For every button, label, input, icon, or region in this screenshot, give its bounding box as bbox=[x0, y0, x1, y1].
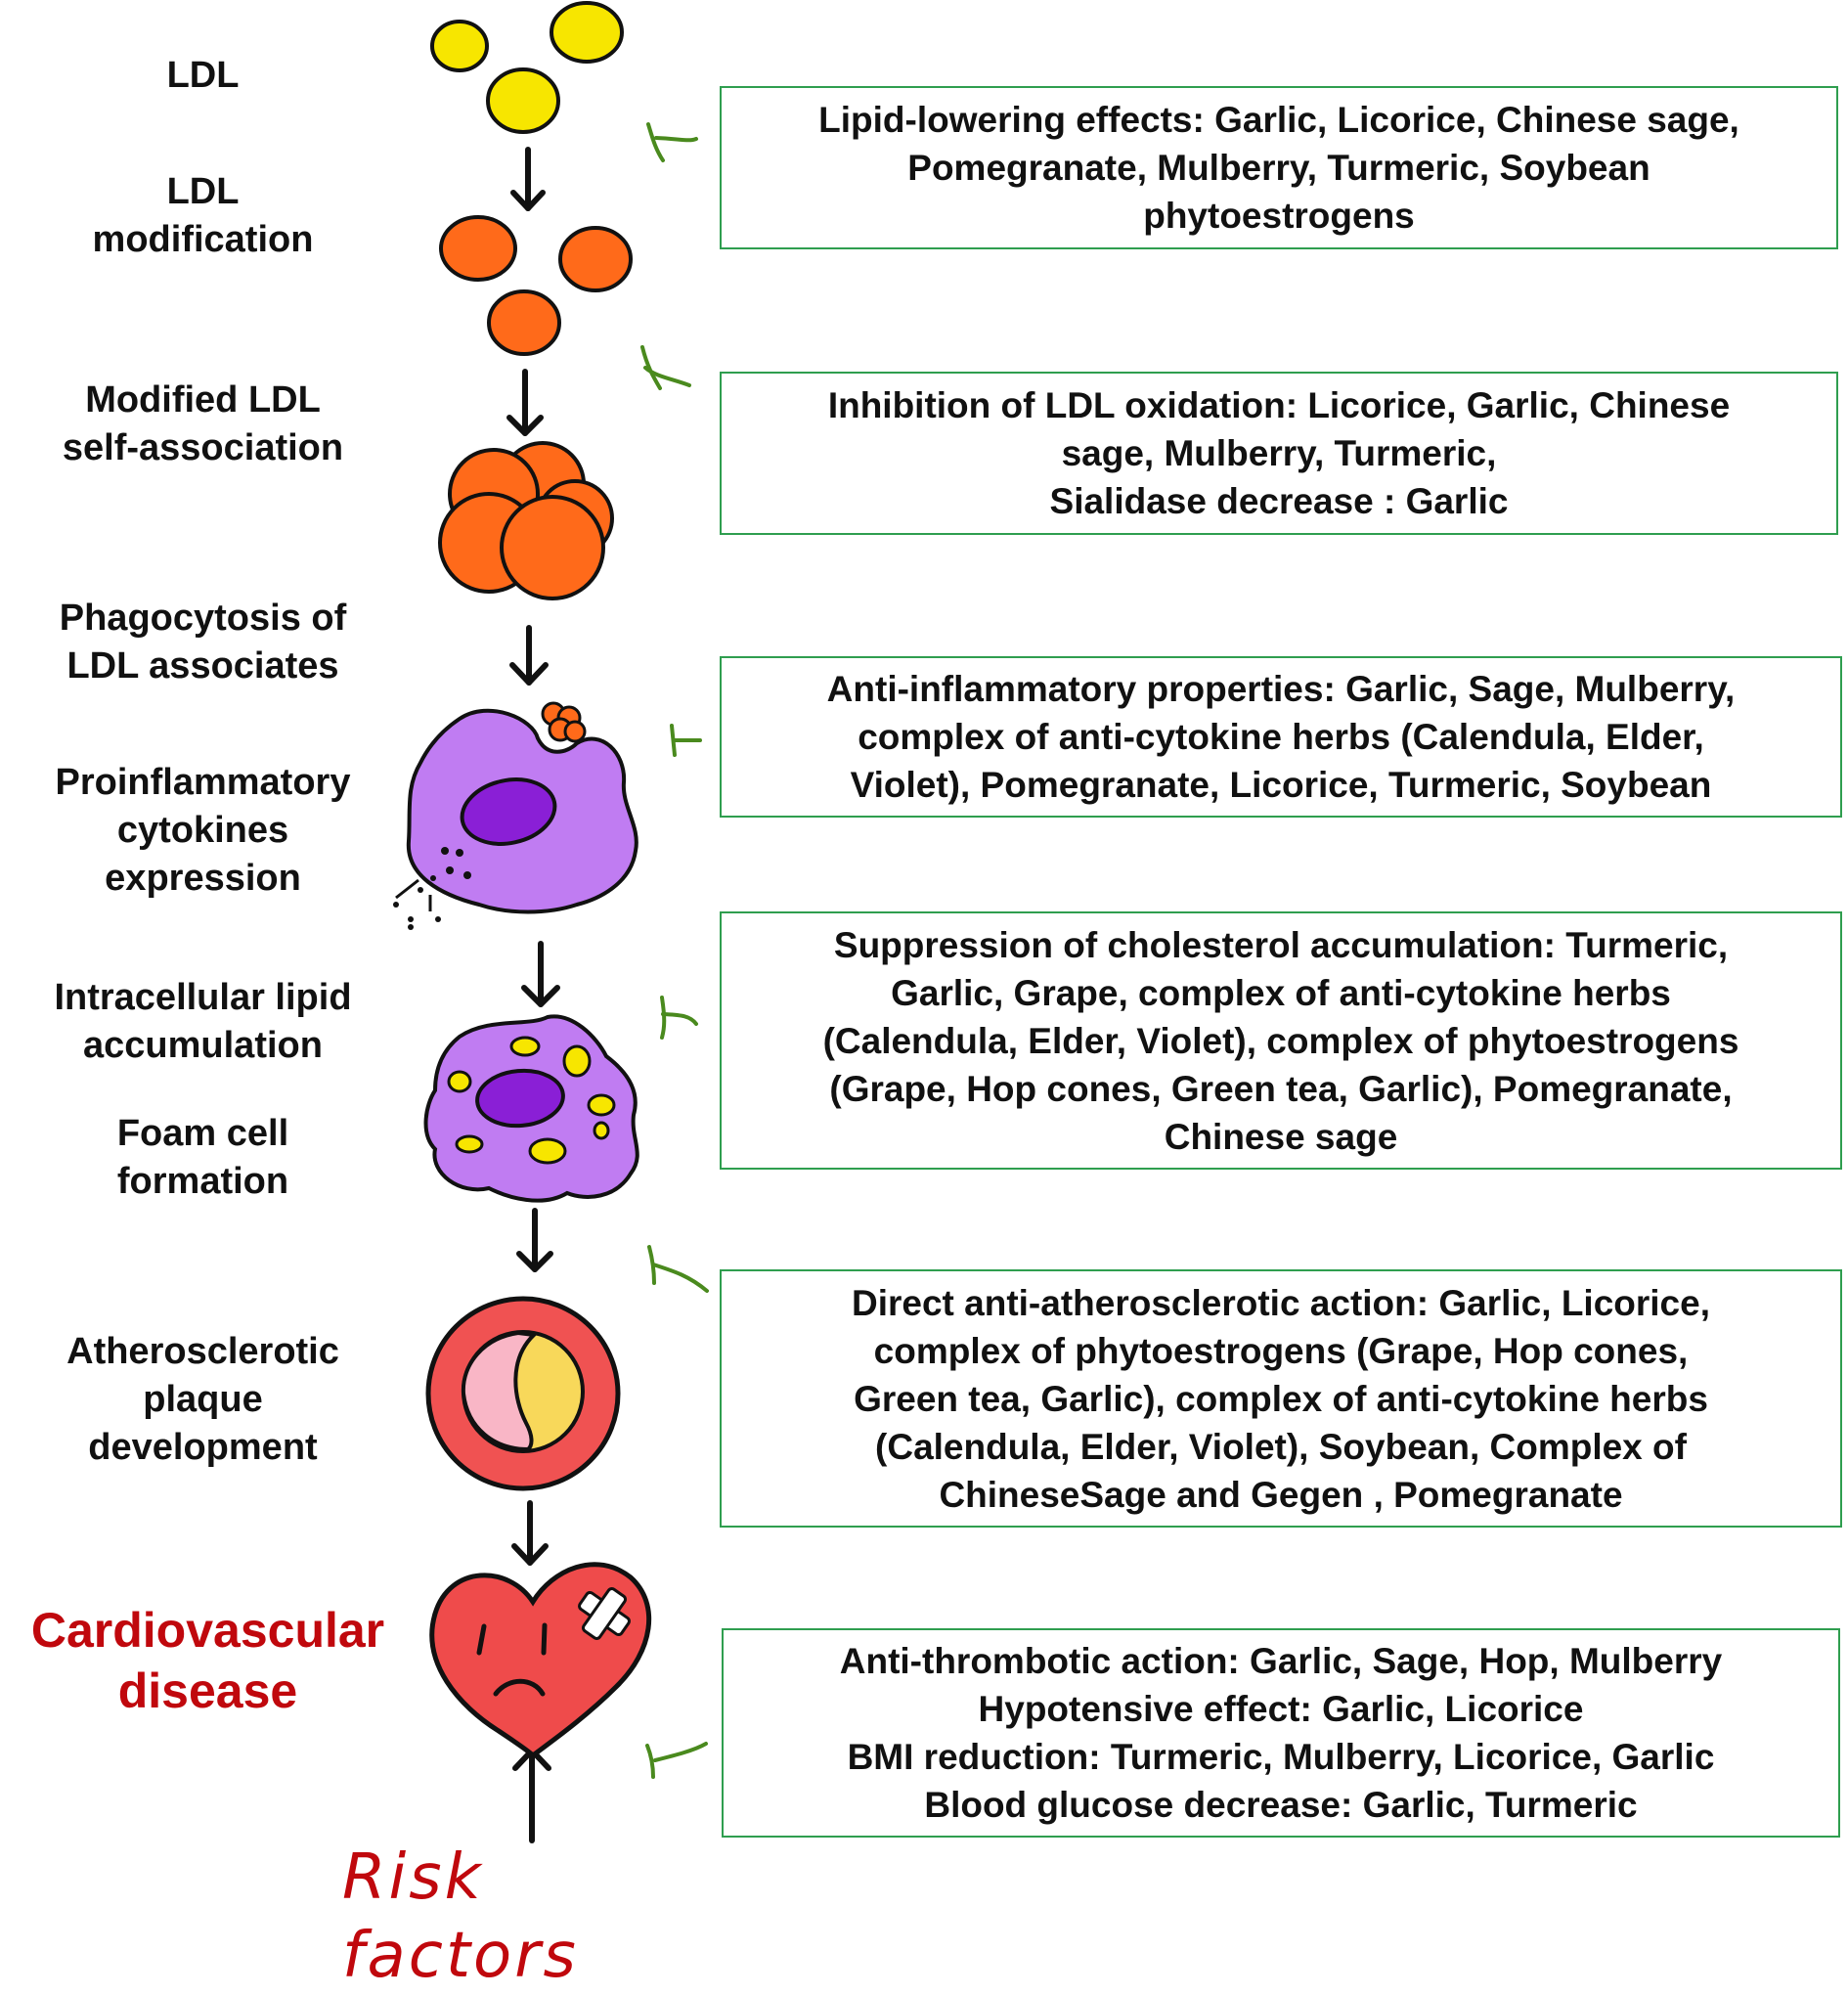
inhibition-markers bbox=[640, 122, 709, 1779]
arrow-down-icon bbox=[509, 625, 549, 686]
macrophage-icon bbox=[393, 701, 638, 930]
stage-label-foam-cell: Foam cell formation bbox=[116, 1113, 289, 1202]
inhibition-icon bbox=[646, 122, 698, 162]
bandage-icon bbox=[578, 1587, 631, 1640]
intervention-box-ldl-oxidation: Inhibition of LDL oxidation: Licorice, G… bbox=[720, 372, 1838, 535]
inhibition-icon bbox=[660, 996, 698, 1040]
stage-label-cytokines: Proinflammatory cytokines expression bbox=[55, 762, 351, 899]
intervention-box-lipid-lowering: Lipid-lowering effects: Garlic, Licorice… bbox=[720, 86, 1838, 249]
intervention-text: Direct anti-atherosclerotic action: Garl… bbox=[852, 1282, 1710, 1515]
flow-arrows bbox=[506, 147, 560, 1843]
pathway-artwork bbox=[393, 1, 709, 1843]
ldl-cluster-icon bbox=[438, 441, 614, 600]
intervention-text: Anti-inflammatory properties: Garlic, Sa… bbox=[826, 669, 1736, 805]
arrow-down-icon bbox=[511, 1500, 549, 1566]
inhibition-icon bbox=[670, 724, 702, 757]
intervention-box-cholesterol-accumulation: Suppression of cholesterol accumulation:… bbox=[720, 911, 1842, 1170]
intervention-text: Lipid-lowering effects: Garlic, Licorice… bbox=[818, 100, 1739, 236]
arrow-down-icon bbox=[506, 369, 544, 436]
stage-label-cvd: Cardiovascular disease bbox=[30, 1603, 385, 1718]
artery-cross-section-icon bbox=[425, 1296, 621, 1491]
inhibition-icon bbox=[647, 1245, 709, 1293]
sad-heart-icon bbox=[429, 1562, 652, 1759]
inhibition-icon bbox=[640, 345, 691, 390]
stage-label-self-association: Modified LDL self-association bbox=[62, 379, 344, 468]
stage-label-phagocytosis: Phagocytosis of LDL associates bbox=[59, 598, 347, 687]
foam-cell-icon bbox=[423, 1014, 639, 1203]
arrow-down-icon bbox=[510, 147, 546, 211]
stage-label-ldl: LDL bbox=[166, 55, 240, 96]
stage-label-plaque: Atherosclerotic plaque development bbox=[66, 1331, 339, 1468]
arrow-down-icon bbox=[516, 1208, 553, 1272]
intervention-box-anti-inflammatory: Anti-inflammatory properties: Garlic, Sa… bbox=[720, 656, 1842, 818]
intervention-box-anti-atherosclerotic: Direct anti-atherosclerotic action: Garl… bbox=[720, 1269, 1842, 1528]
arrow-down-icon bbox=[521, 941, 560, 1007]
modified-ldl-particles-icon bbox=[439, 215, 633, 356]
ldl-particles-icon bbox=[430, 1, 624, 134]
intervention-text: Suppression of cholesterol accumulation:… bbox=[822, 924, 1739, 1157]
stage-label-lipid-accumulation: Intracellular lipid accumulation bbox=[54, 977, 352, 1066]
intervention-text: Anti-thrombotic action: Garlic, Sage, Ho… bbox=[839, 1641, 1723, 1825]
intervention-text: Inhibition of LDL oxidation: Licorice, G… bbox=[827, 385, 1731, 521]
inhibition-icon bbox=[645, 1742, 708, 1779]
intervention-box-anti-thrombotic: Anti-thrombotic action: Garlic, Sage, Ho… bbox=[722, 1628, 1840, 1838]
arrow-up-icon bbox=[512, 1748, 551, 1843]
stage-label-ldl-modification: LDL modification bbox=[92, 171, 314, 260]
risk-factors-label: Risk factors bbox=[342, 1841, 579, 1992]
diagram: LDL LDL modification Modified LDL self-a… bbox=[30, 1, 1842, 1992]
